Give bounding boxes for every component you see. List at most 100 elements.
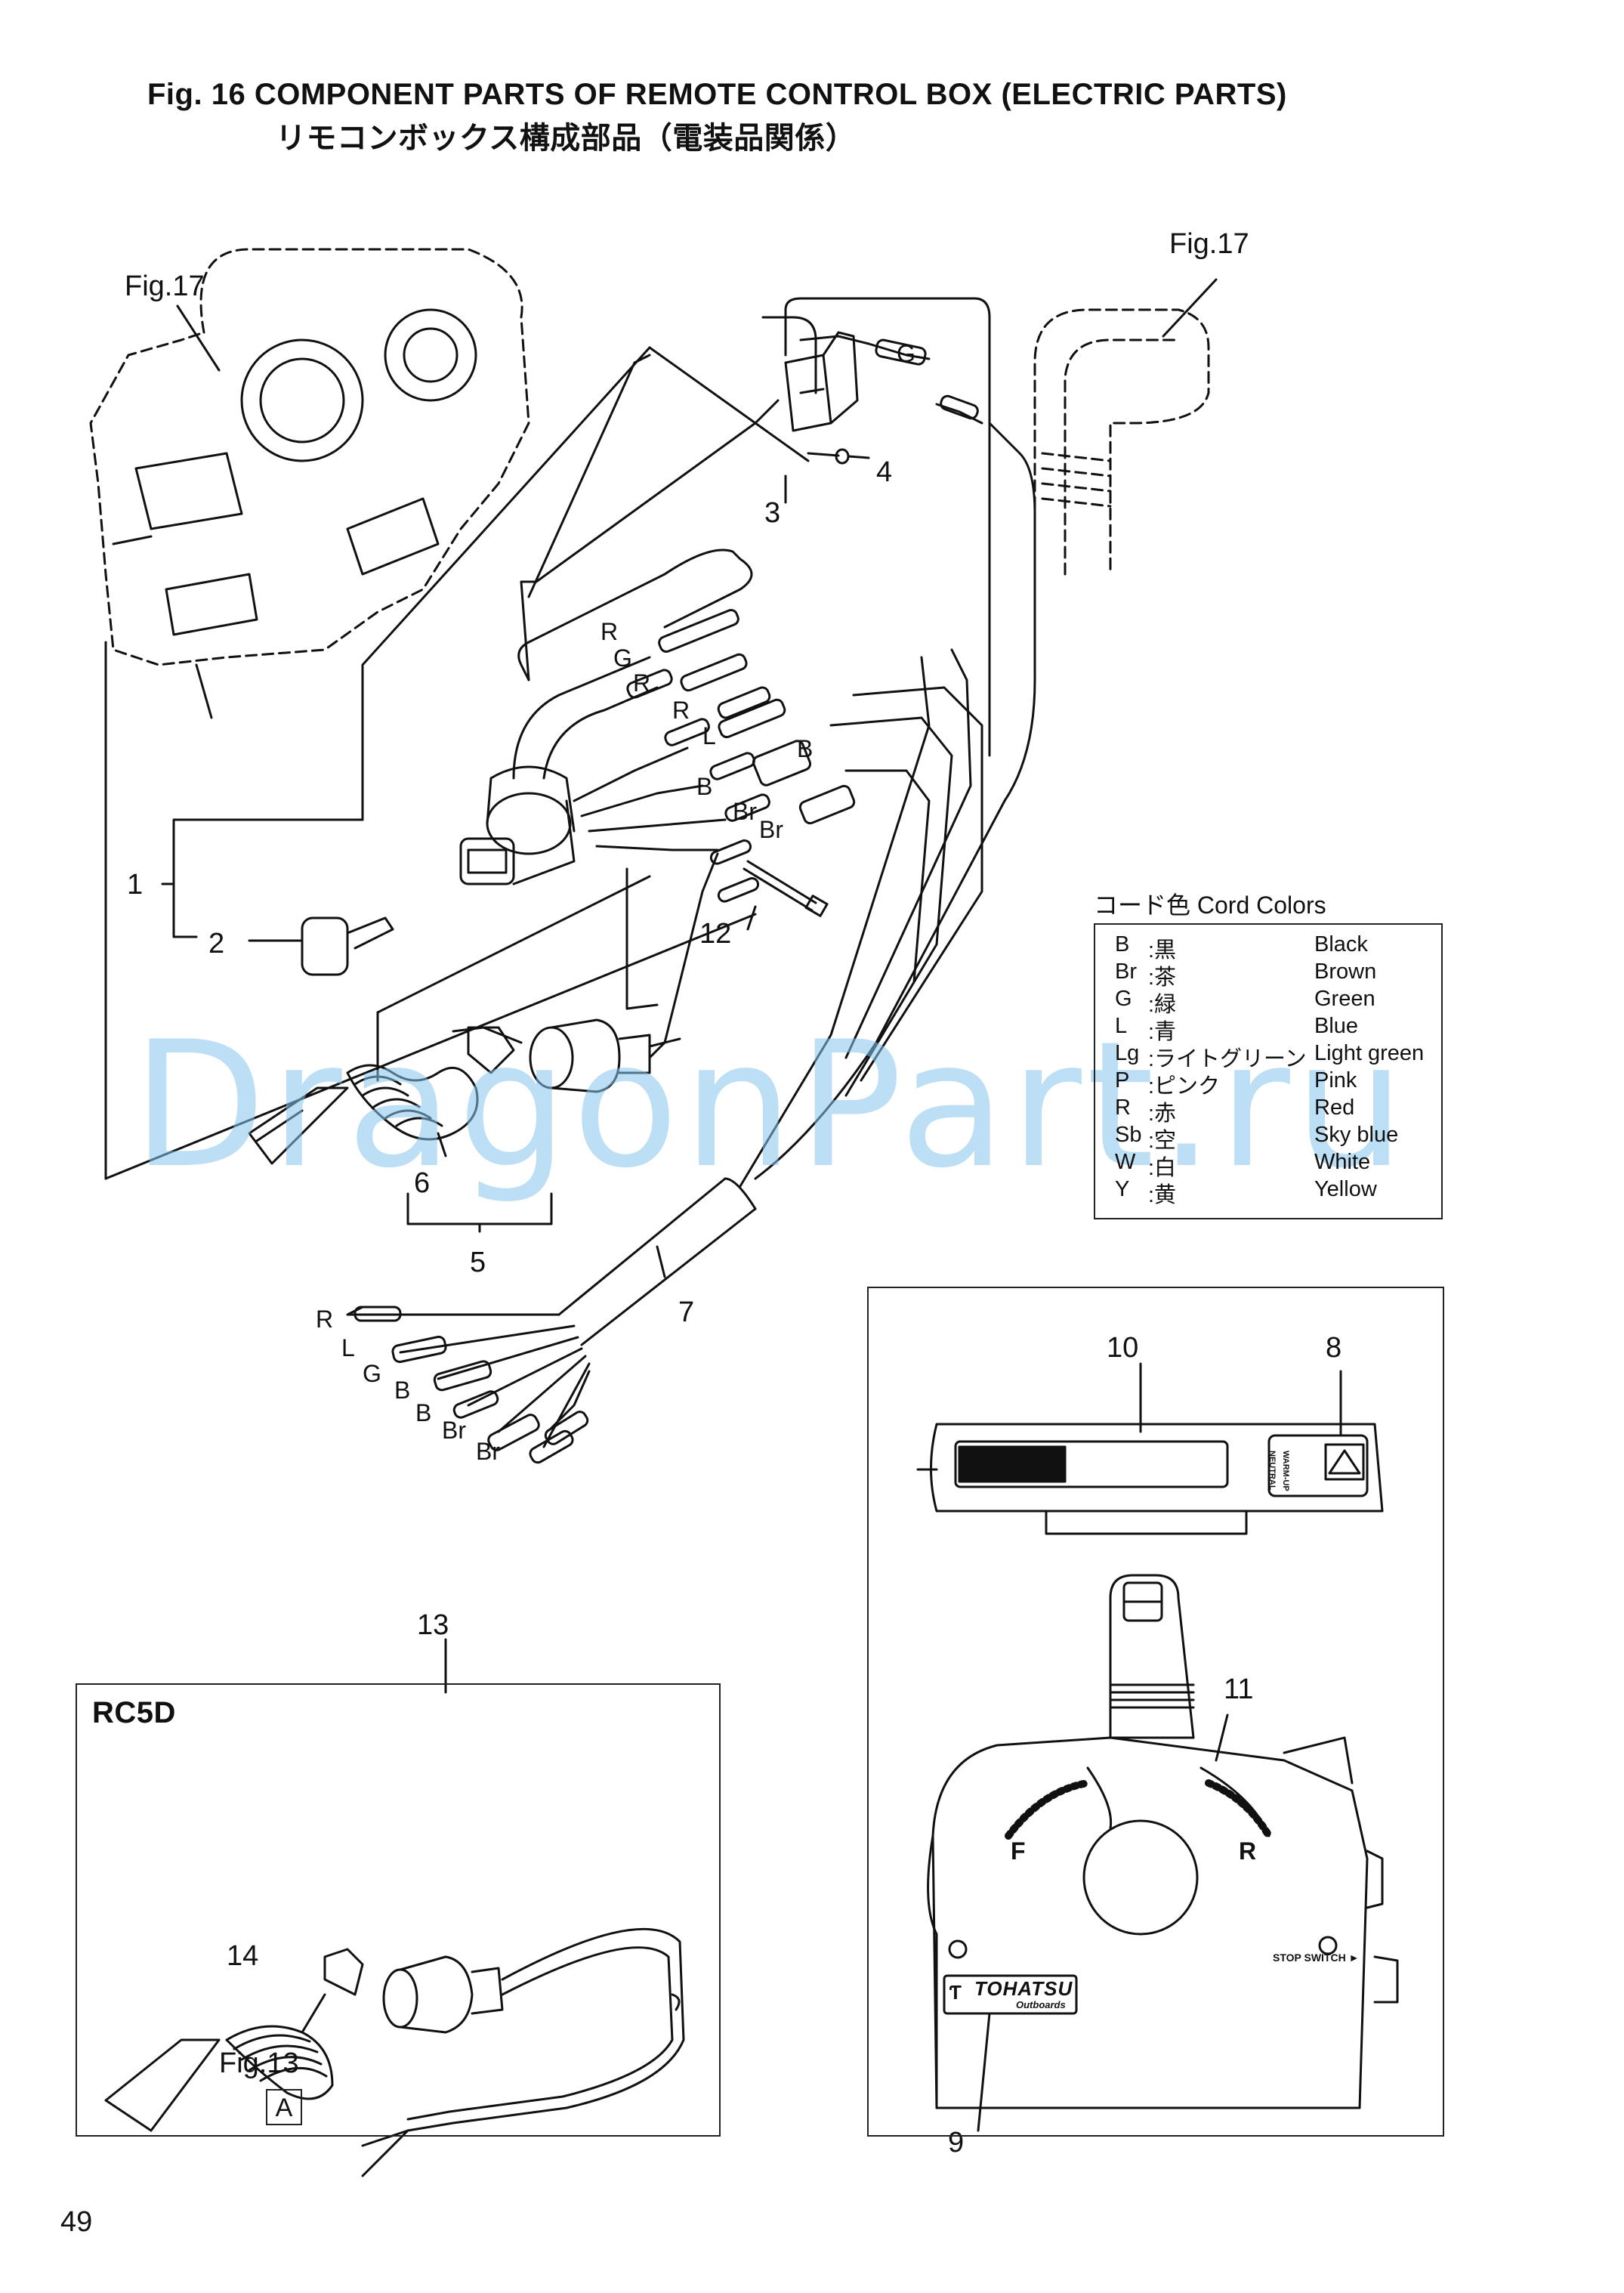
wire-label-r3: R	[672, 697, 690, 724]
fig13-tag: A	[266, 2089, 302, 2125]
connector-top	[875, 338, 927, 366]
wire-label-br1: Br	[733, 798, 757, 825]
legend-code: W	[1115, 1150, 1136, 1174]
control-box-housing	[89, 248, 530, 666]
remote-box-reverse-mark: R	[1239, 1837, 1257, 1865]
cable-tie-12	[743, 860, 829, 917]
harness-loop-left	[517, 549, 753, 681]
wire-label-b1: B	[797, 735, 814, 762]
lever-handle-outline	[1033, 308, 1210, 576]
remote-box-forward-mark: F	[1011, 1837, 1026, 1865]
legend-code: B	[1115, 932, 1130, 956]
legend-en: Green	[1314, 987, 1375, 1011]
ignition-switch	[459, 765, 576, 885]
plug-connector-3	[784, 331, 859, 432]
figure-title: Fig. 16 COMPONENT PARTS OF REMOTE CONTRO…	[147, 78, 1287, 111]
bracket-1	[172, 818, 364, 938]
wire-label-bottom-b2: B	[415, 1399, 432, 1426]
wire-label-r1: R	[601, 618, 619, 645]
legend-code: Br	[1115, 960, 1137, 984]
legend-code: Y	[1115, 1177, 1130, 1201]
wire-label-bottom-g: G	[363, 1360, 381, 1387]
legend-code: R	[1115, 1096, 1131, 1120]
watermark: DragonPart.ru	[132, 1005, 1409, 1207]
remote-box-inset	[867, 1287, 1444, 2137]
wire-label-b2: B	[696, 773, 713, 800]
fig13-ref[interactable]: Fig.13	[219, 2047, 299, 2079]
legend-en: Blue	[1314, 1014, 1359, 1038]
remote-box-stop-switch-text: STOP SWITCH ►	[1273, 1952, 1360, 1964]
cord-color-legend: B :黒 Black Br :茶 Brown G :緑 Green L :青 B…	[1094, 923, 1443, 1219]
callout-2: 2	[208, 928, 225, 960]
callout-5: 5	[470, 1247, 486, 1278]
remote-box-brand: TOHATSU	[974, 1977, 1073, 2000]
callout-4: 4	[876, 456, 893, 488]
harness-upper	[512, 656, 651, 780]
legend-en: White	[1314, 1150, 1371, 1174]
wire-label-bottom-b1: B	[394, 1377, 411, 1404]
callout-10: 10	[1107, 1332, 1139, 1364]
rc5d-inset-art	[104, 1638, 685, 2177]
wire-label-g-top: G	[897, 340, 915, 367]
ignition-key	[301, 916, 394, 976]
figure-title-jp: リモコンボックス構成部品（電装品関係）	[276, 122, 857, 155]
fig17-left-leader	[176, 304, 221, 372]
callout-1: 1	[127, 869, 144, 901]
wire-label-bottom-l: L	[341, 1334, 355, 1361]
fig17-right-leader	[1162, 278, 1218, 338]
rc5d-label: RC5D	[92, 1696, 176, 1729]
remote-box-neutral-text: NEUTRAL	[1267, 1451, 1277, 1491]
callout-11: 11	[1224, 1673, 1254, 1705]
wire-label-r2: R	[633, 669, 651, 697]
fig17-ref-left[interactable]: Fig.17	[125, 270, 205, 302]
callout-6: 6	[414, 1167, 431, 1199]
legend-en: Brown	[1314, 960, 1377, 984]
lanyard-clip	[452, 1026, 523, 1074]
legend-jp: :赤	[1148, 1102, 1177, 1126]
legend-code: L	[1115, 1014, 1128, 1038]
legend-en: Black	[1314, 932, 1368, 956]
callout-13: 13	[417, 1609, 449, 1641]
page-number: 49	[60, 2206, 93, 2238]
wire-label-bottom-r: R	[316, 1306, 334, 1333]
legend-jp: :青	[1148, 1020, 1177, 1044]
legend-jp: :黒	[1148, 938, 1177, 963]
callout-12: 12	[699, 918, 732, 950]
bullet-connectors-lower	[346, 1306, 591, 1464]
legend-en: Red	[1314, 1096, 1355, 1120]
callout-3: 3	[764, 497, 781, 529]
legend-jp: :緑	[1148, 993, 1177, 1017]
main-harness-7	[557, 422, 1036, 1346]
screw-4	[807, 448, 870, 465]
legend-code: Lg	[1115, 1041, 1140, 1065]
remote-box-warmup-text: WARM-UP	[1281, 1451, 1290, 1491]
bullet-connectors-upper	[626, 609, 856, 903]
legend-en: Sky blue	[1314, 1123, 1399, 1147]
tohatsu-logo-icon: Ƭ	[949, 1981, 962, 2004]
legend-code: Sb	[1115, 1123, 1142, 1147]
wire-label-bottom-br1: Br	[442, 1417, 466, 1444]
legend-jp: :ピンク	[1148, 1074, 1221, 1099]
legend-jp: :白	[1148, 1156, 1177, 1180]
legend-jp: :ライトグリーン	[1148, 1047, 1307, 1071]
legend-jp: :空	[1148, 1129, 1177, 1153]
legend-code: G	[1115, 987, 1132, 1011]
remote-box-art	[916, 1423, 1399, 2109]
control-box-internals	[112, 308, 477, 719]
legend-jp: :茶	[1148, 966, 1177, 990]
remote-box-brand-sub: Outboards	[1016, 1999, 1066, 2010]
legend-en: Yellow	[1314, 1177, 1377, 1201]
callout-7: 7	[678, 1296, 695, 1328]
wire-label-bottom-br2: Br	[476, 1438, 500, 1465]
callout-8: 8	[1326, 1332, 1342, 1364]
rc5d-inset-box	[76, 1683, 721, 2137]
wire-label-br2: Br	[759, 816, 783, 843]
stop-switch	[529, 1018, 681, 1093]
callout-9: 9	[948, 2127, 965, 2159]
legend-en: Pink	[1314, 1068, 1357, 1092]
legend-title: コード色 Cord Colors	[1094, 892, 1326, 919]
fig17-ref-right[interactable]: Fig.17	[1169, 228, 1249, 260]
legend-code: P	[1115, 1068, 1130, 1092]
legend-jp: :黄	[1148, 1183, 1177, 1207]
